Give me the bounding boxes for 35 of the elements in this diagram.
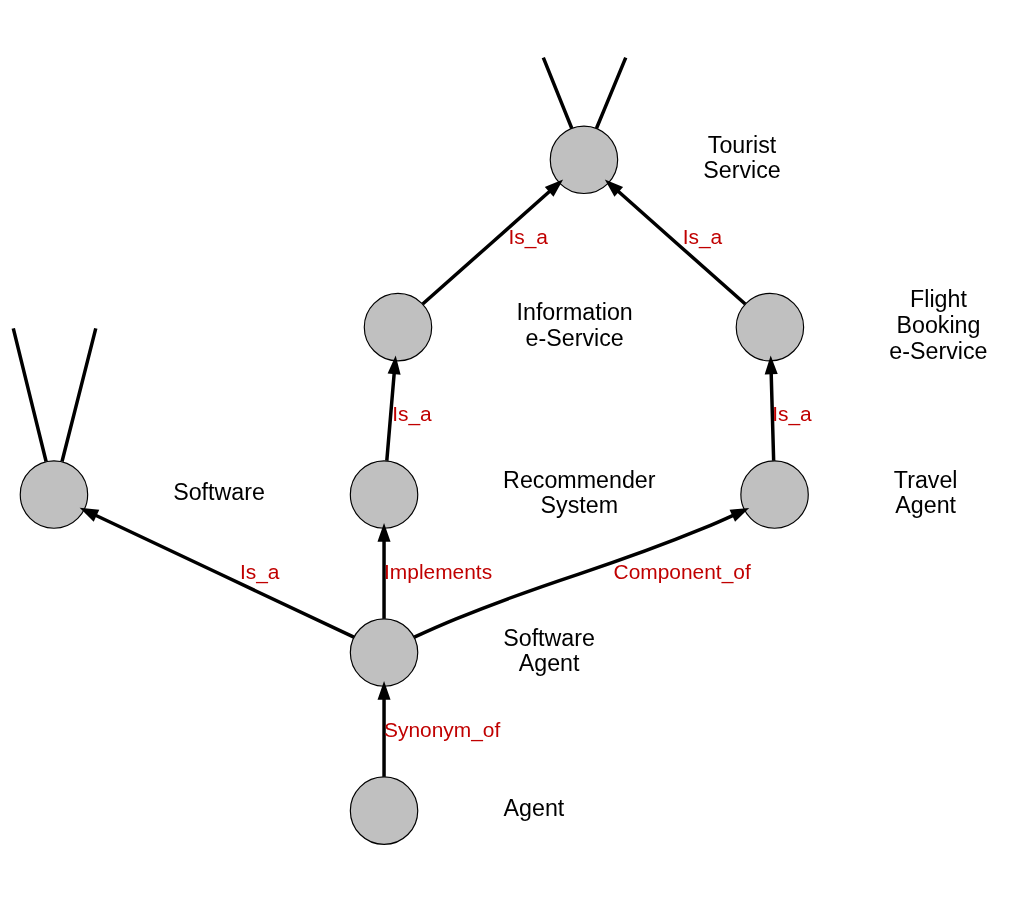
edge-label: Is_a	[392, 401, 432, 425]
connector	[60, 327, 98, 462]
node-label: Software Agent	[503, 624, 595, 677]
arrow	[604, 179, 747, 306]
connector	[11, 327, 48, 462]
edge-label: Is_a	[239, 559, 280, 583]
node-circle	[549, 125, 619, 195]
connector	[541, 56, 574, 129]
node-circle	[349, 776, 419, 845]
arrow	[377, 523, 391, 619]
arrow	[413, 507, 750, 639]
arrow	[764, 355, 778, 461]
node-label: Tourist Service	[703, 131, 781, 184]
arrow	[385, 355, 401, 461]
node-label: Information e-Service	[516, 299, 633, 351]
node-label: Agent	[503, 795, 565, 822]
edge-label: Is_a	[682, 224, 723, 248]
node-label: Flight Booking e-Service	[889, 286, 988, 364]
arrow	[377, 681, 391, 777]
edge-label: Is_a	[508, 224, 548, 248]
node-circle	[735, 292, 805, 362]
arrow	[421, 179, 564, 306]
edge-label: Implements	[384, 559, 493, 583]
edge-label: Is_a	[772, 401, 812, 425]
node-label: Travel Agent	[893, 466, 958, 519]
node-circle	[349, 618, 419, 687]
edge-label: Component_of	[613, 559, 751, 583]
node-circle	[363, 292, 433, 362]
connector	[594, 56, 628, 129]
node-circle	[19, 460, 89, 529]
arrow	[79, 507, 355, 639]
node-circle	[349, 460, 419, 529]
node-label: Software	[173, 479, 265, 506]
node-label: Recommender System	[503, 466, 656, 519]
node-circle	[740, 460, 809, 529]
